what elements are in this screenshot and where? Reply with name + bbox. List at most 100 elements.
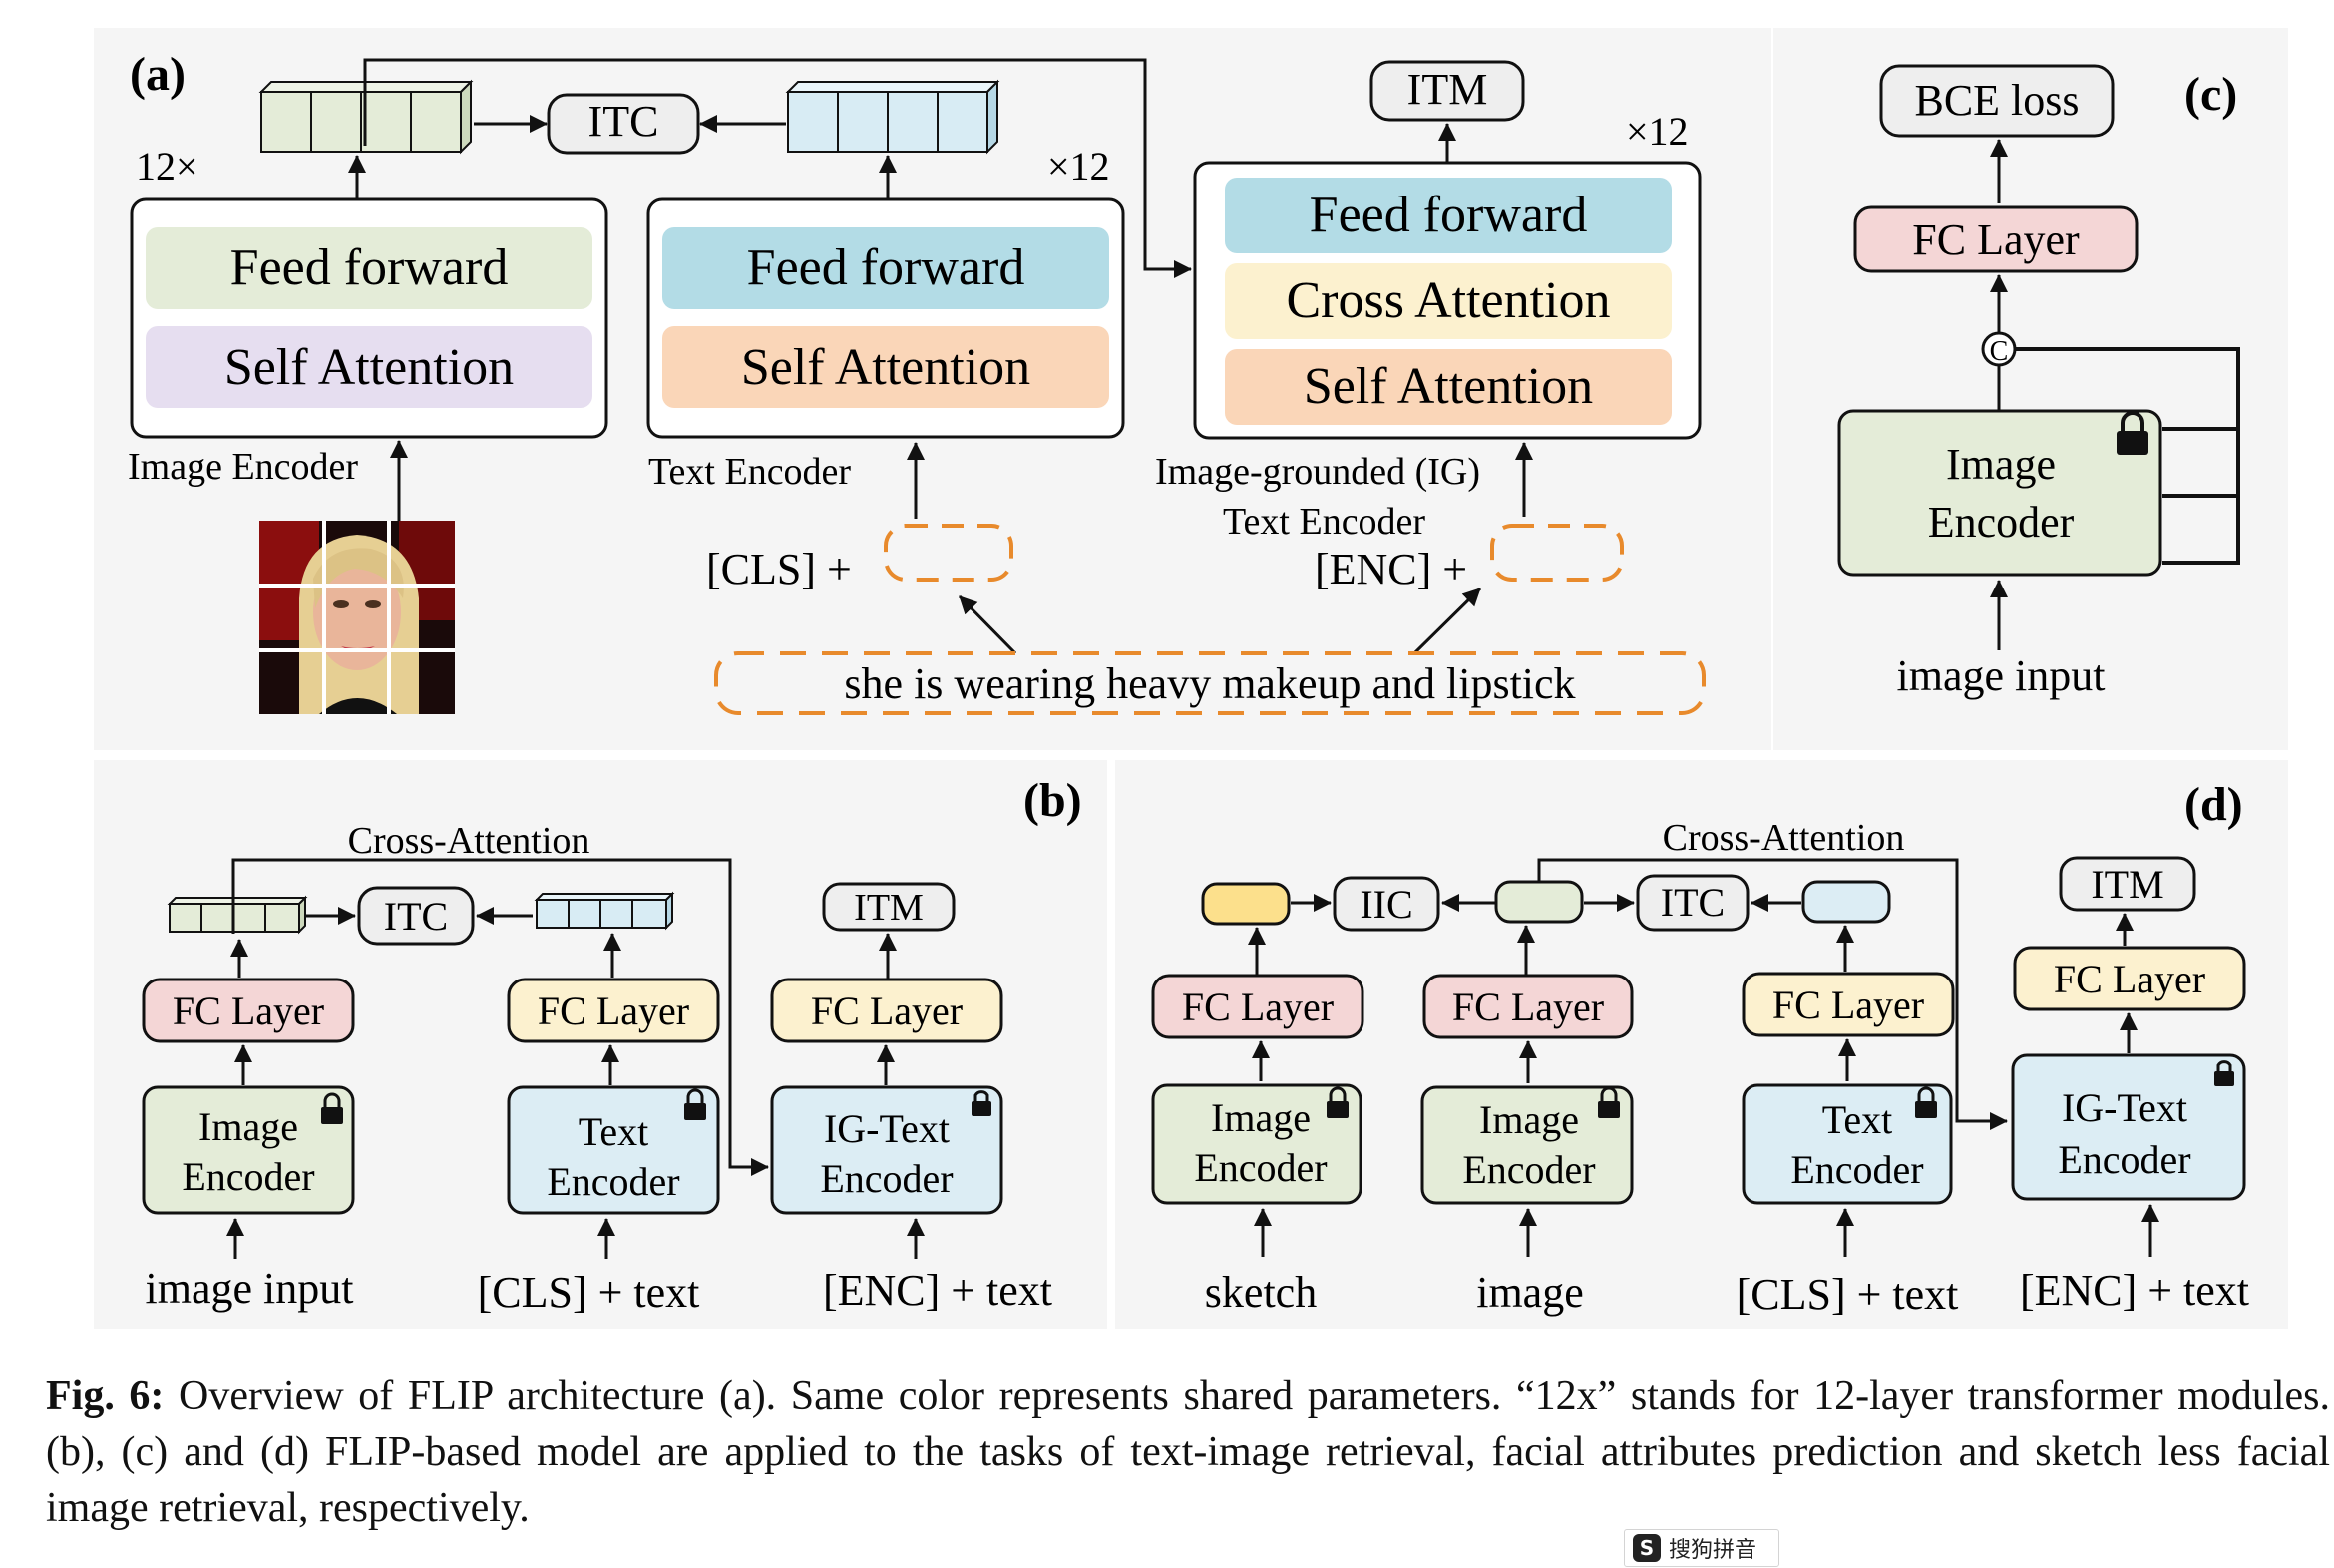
caption-sentence: she is wearing heavy makeup and lipstick xyxy=(844,659,1575,708)
enc-prefix: [ENC] + xyxy=(1315,545,1467,593)
fc-layer-d2-label: FC Layer xyxy=(1452,984,1604,1029)
text-encoder-sa xyxy=(662,326,1109,408)
flip-architecture-figure: (a) ITC 12× ×12 ×12 Feed forward Self At… xyxy=(94,48,2288,1329)
fc-layer-d3 xyxy=(1742,972,1955,1037)
ig-text-encoder-d-l1: IG-Text xyxy=(2062,1085,2187,1130)
fc-layer-b2-label: FC Layer xyxy=(538,988,689,1033)
fc-layer-b1 xyxy=(142,978,355,1043)
ig-text-encoder-b-l2: Encoder xyxy=(820,1156,953,1201)
figure-caption: Fig. 6: Overview of FLIP architecture (a… xyxy=(46,1369,2330,1536)
concat-label: C xyxy=(1990,336,2009,367)
itm-label: ITM xyxy=(1407,65,1488,114)
figure-caption-text: Overview of FLIP architecture (a). Same … xyxy=(46,1373,2331,1531)
itc-box-b xyxy=(357,886,475,946)
bce-loss-box xyxy=(1879,64,2115,138)
sketch-encoder-d xyxy=(1151,1083,1362,1205)
ig-encoder-caption-2: Text Encoder xyxy=(1223,501,1425,543)
ig-encoder-ca xyxy=(1225,263,1672,339)
itm-b-label: ITM xyxy=(854,887,924,929)
repeat-label-text: ×12 xyxy=(1047,144,1110,189)
ig-text-encoder-d-l2: Encoder xyxy=(2058,1137,2190,1182)
image-encoder-c-l1: Image xyxy=(1946,440,2056,489)
bce-loss-label: BCE loss xyxy=(1914,76,2079,125)
image-token-cubes-b xyxy=(167,895,308,935)
text-token-cubes-b xyxy=(534,891,675,931)
image-encoder-c-l2: Encoder xyxy=(1928,498,2075,547)
itm-box-b xyxy=(822,882,956,932)
panel-c-label: (c) xyxy=(2184,68,2237,121)
cls-token-slot xyxy=(884,524,1013,582)
sketch-input-d: sketch xyxy=(1205,1268,1317,1317)
image-token-cubes xyxy=(258,79,474,155)
fc-layer-b3-label: FC Layer xyxy=(811,988,963,1033)
ime-label: 搜狗拼音 xyxy=(1669,1538,1757,1563)
text-encoder-ff xyxy=(662,227,1109,309)
fc-layer-c xyxy=(1853,205,2139,273)
itm-d-label: ITM xyxy=(2091,862,2163,907)
cross-attention-b: Cross-Attention xyxy=(348,820,590,862)
sketch-token xyxy=(1201,882,1291,926)
lock-icon xyxy=(2117,411,2148,455)
ig-encoder-ca-label: Cross Attention xyxy=(1286,272,1610,329)
cls-prefix: [CLS] + xyxy=(706,545,852,593)
ig-text-encoder-b xyxy=(770,1085,1003,1215)
image-encoder-caption: Image Encoder xyxy=(128,446,358,488)
itm-box xyxy=(1369,60,1525,122)
text-encoder-b-l2: Encoder xyxy=(547,1159,679,1204)
fc-layer-d4 xyxy=(2013,946,2246,1011)
panel-b-label: (b) xyxy=(1023,774,1082,827)
ig-encoder-ff xyxy=(1225,178,1672,253)
ig-encoder-sa-label: Self Attention xyxy=(1304,358,1593,415)
ime-toolbar[interactable]: S 搜狗拼音 xyxy=(1624,1529,1779,1567)
lock-icon xyxy=(972,1090,991,1116)
fc-layer-d4-label: FC Layer xyxy=(2054,957,2205,1001)
repeat-label-image: 12× xyxy=(136,144,198,189)
lock-icon xyxy=(1915,1086,1937,1118)
image-encoder-b-l1: Image xyxy=(198,1104,298,1149)
sketch-encoder-d-l1: Image xyxy=(1211,1095,1311,1140)
panel-b-background xyxy=(94,760,1107,1329)
fc-layer-b2 xyxy=(507,978,720,1043)
text-encoder-d-l2: Encoder xyxy=(1790,1147,1923,1192)
image-encoder-c xyxy=(1837,409,2162,577)
face-image xyxy=(259,521,455,714)
image-encoder-b-l2: Encoder xyxy=(182,1154,314,1199)
enc-text-d: [ENC] + text xyxy=(2020,1266,2249,1315)
cls-text-d: [CLS] + text xyxy=(1737,1270,1959,1319)
text-token-cubes xyxy=(785,79,1000,155)
image-encoder-ff-label: Feed forward xyxy=(230,239,509,296)
text-encoder-b xyxy=(507,1085,720,1215)
repeat-label-ig: ×12 xyxy=(1626,109,1689,154)
panel-d-label: (d) xyxy=(2184,778,2243,831)
ig-text-encoder-b-l1: IG-Text xyxy=(824,1106,950,1151)
lock-icon xyxy=(684,1088,706,1120)
cross-attention-d: Cross-Attention xyxy=(1663,817,1905,859)
enc-text-b: [ENC] + text xyxy=(823,1266,1052,1315)
image-input-b: image input xyxy=(146,1264,354,1313)
sogou-logo-icon: S xyxy=(1633,1534,1661,1562)
image-encoder-sa xyxy=(146,326,592,408)
iic-box xyxy=(1333,876,1440,932)
lock-icon xyxy=(1598,1086,1620,1118)
fc-layer-d2 xyxy=(1422,974,1634,1039)
fc-layer-c-label: FC Layer xyxy=(1912,215,2080,264)
text-encoder-sa-label: Self Attention xyxy=(741,339,1030,396)
itc-d-label: ITC xyxy=(1661,880,1725,925)
image-encoder-d-l1: Image xyxy=(1479,1097,1579,1142)
panel-d-background xyxy=(1115,760,2288,1329)
itm-box-d xyxy=(2059,856,2196,912)
fc-layer-d1 xyxy=(1151,974,1364,1039)
lock-icon xyxy=(321,1092,343,1124)
image-encoder-d-l2: Encoder xyxy=(1462,1147,1595,1192)
lock-icon xyxy=(2214,1060,2234,1086)
ig-encoder-ff-label: Feed forward xyxy=(1310,187,1588,243)
lock-icon xyxy=(1327,1086,1349,1118)
fc-layer-b1-label: FC Layer xyxy=(173,988,324,1033)
itc-box-d xyxy=(1636,874,1750,932)
figure-caption-prefix: Fig. 6: xyxy=(46,1373,165,1419)
itc-b-label: ITC xyxy=(384,894,448,939)
panel-a-label: (a) xyxy=(130,48,186,101)
ig-encoder-sa xyxy=(1225,349,1672,425)
text-encoder-ff-label: Feed forward xyxy=(747,239,1025,296)
ig-text-encoder-d xyxy=(2011,1053,2246,1201)
